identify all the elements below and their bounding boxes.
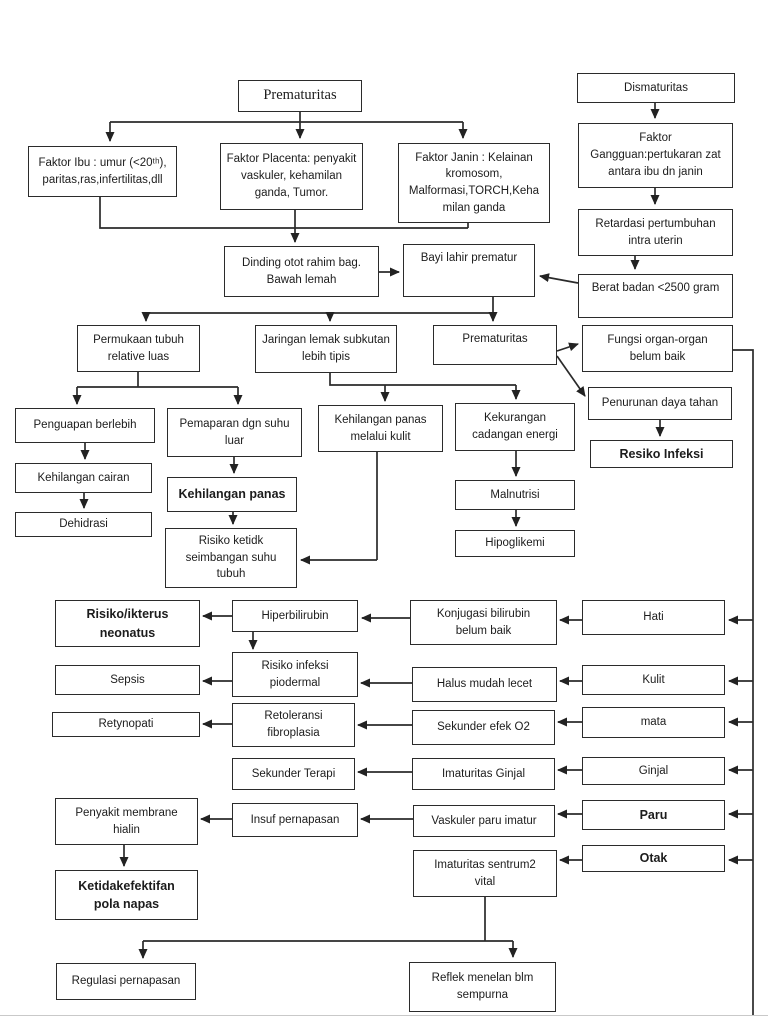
node-sepsis: Sepsis <box>55 665 200 695</box>
node-prematuritas-title: Prematuritas <box>238 80 362 112</box>
node-hati: Hati <box>582 600 725 635</box>
node-retardasi: Retardasi pertumbuhan intra uterin <box>578 209 733 256</box>
node-imaturitas-sentrum: Imaturitas sentrum2 vital <box>413 850 557 897</box>
node-kehilangan-panas: Kehilangan panas <box>167 477 297 512</box>
node-penguapan: Penguapan berlebih <box>15 408 155 443</box>
arrow <box>556 342 579 352</box>
node-malnutrisi: Malnutrisi <box>455 480 575 510</box>
node-jaringan-lemak: Jaringan lemak subkutan lebih tipis <box>255 325 397 373</box>
connector <box>77 112 754 1015</box>
node-faktor-janin: Faktor Janin : Kelainan kromosom, Malfor… <box>398 143 550 223</box>
node-kehilangan-cairan: Kehilangan cairan <box>15 463 152 493</box>
node-sekunder-terapi: Sekunder Terapi <box>232 758 355 790</box>
node-berat-badan: Berat badan <2500 gram <box>578 274 733 318</box>
node-halus-mudah-lecet: Halus mudah lecet <box>412 667 557 702</box>
node-hiperbilirubin: Hiperbilirubin <box>232 600 358 632</box>
node-retynopati: Retynopati <box>52 712 200 737</box>
node-ketidakefektifan-pola-napas: Ketidakefektifan pola napas <box>55 870 198 920</box>
node-prematuritas-2: Prematuritas <box>433 325 557 365</box>
node-ginjal: Ginjal <box>582 757 725 785</box>
node-risiko-ikterus: Risiko/ikterus neonatus <box>55 600 200 647</box>
node-hipoglikemi: Hipoglikemi <box>455 530 575 557</box>
node-vaskuler-paru: Vaskuler paru imatur <box>413 805 555 837</box>
node-fungsi-organ: Fungsi organ-organ belum baik <box>582 325 733 372</box>
node-resiko-infeksi: Resiko Infeksi <box>590 440 733 468</box>
arrow <box>556 355 586 397</box>
node-kulit: Kulit <box>582 665 725 695</box>
node-sekunder-efek-o2: Sekunder efek O2 <box>412 710 555 745</box>
node-penurunan-daya-tahan: Penurunan daya tahan <box>588 387 732 420</box>
node-kekurangan-energi: Kekurangan cadangan energi <box>455 403 575 451</box>
node-pemaparan: Pemaparan dgn suhu luar <box>167 408 302 457</box>
node-regulasi-pernapasan: Regulasi pernapasan <box>56 963 196 1000</box>
node-bayi-lahir: Bayi lahir prematur <box>403 244 535 297</box>
node-kehilangan-panas-kulit: Kehilangan panas melalui kulit <box>318 405 443 452</box>
node-risiko-piodermal: Risiko infeksi piodermal <box>232 652 358 697</box>
node-dehidrasi: Dehidrasi <box>15 512 152 537</box>
node-otak: Otak <box>582 845 725 872</box>
node-retoleransi: Retoleransi fibroplasia <box>232 703 355 747</box>
node-konjugasi-bilirubin: Konjugasi bilirubin belum baik <box>410 600 557 645</box>
node-dinding-otot: Dinding otot rahim bag. Bawah lemah <box>224 246 379 297</box>
node-dismaturitas: Dismaturitas <box>577 73 735 103</box>
node-paru: Paru <box>582 800 725 830</box>
node-penyakit-membrane: Penyakit membrane hialin <box>55 798 198 845</box>
node-risiko-ketidakseimbangan-suhu: Risiko ketidk seimbangan suhu tubuh <box>165 528 297 588</box>
arrow <box>539 273 579 284</box>
node-mata: mata <box>582 707 725 738</box>
node-faktor-ibu: Faktor Ibu : umur (<20ᵗʰ), paritas,ras,i… <box>28 146 177 197</box>
node-reflek-menelan: Reflek menelan blm sempurna <box>409 962 556 1012</box>
node-insuf-pernapasan: Insuf pernapasan <box>232 803 358 837</box>
node-faktor-gangguan: Faktor Gangguan:pertukaran zat antara ib… <box>578 123 733 188</box>
node-faktor-placenta: Faktor Placenta: penyakit vaskuler, keha… <box>220 143 363 210</box>
page-edge-line <box>0 1015 768 1016</box>
node-permukaan-tubuh: Permukaan tubuh relative luas <box>77 325 200 372</box>
node-imaturitas-ginjal: Imaturitas Ginjal <box>412 758 555 790</box>
